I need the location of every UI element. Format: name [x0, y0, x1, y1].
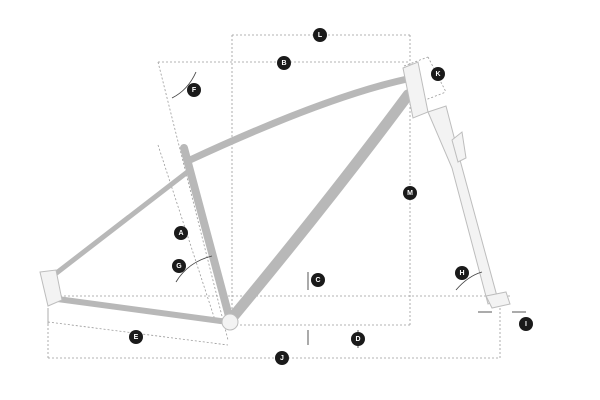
badge-h-text: H	[459, 270, 464, 277]
badge-e: E	[129, 330, 143, 344]
badge-e-text: E	[134, 334, 139, 341]
badge-j-text: J	[280, 355, 284, 362]
frame	[39, 61, 511, 331]
top-tube	[186, 74, 416, 164]
badge-d: D	[351, 332, 365, 346]
badge-a-text: A	[178, 230, 183, 237]
rear-dropout	[39, 269, 63, 307]
badge-l: L	[313, 28, 327, 42]
badge-h: H	[455, 266, 469, 280]
dim-f-seat-angle	[157, 61, 229, 341]
badge-g: G	[172, 259, 186, 273]
badge-b: B	[277, 56, 291, 70]
dim-k-top	[403, 56, 429, 67]
chain-stay-inner	[48, 296, 230, 324]
badge-k-text: K	[435, 71, 440, 78]
top-tube-inner	[187, 75, 415, 163]
badge-k: K	[431, 67, 445, 81]
badge-j: J	[275, 351, 289, 365]
badge-a: A	[174, 226, 188, 240]
fork-dropout	[485, 291, 511, 309]
badge-l-text: L	[318, 32, 323, 39]
badge-i-text: I	[525, 321, 527, 328]
seat-tube-inner	[181, 145, 233, 323]
badge-f-text: F	[192, 87, 197, 94]
badge-g-text: G	[176, 263, 182, 270]
badge-c-text: C	[315, 277, 320, 284]
down-tube-inner	[227, 90, 413, 323]
seat-stay-inner	[48, 168, 192, 280]
badge-c: C	[311, 273, 325, 287]
badge-i: I	[519, 317, 533, 331]
arrow-g	[175, 255, 213, 283]
arrow-h	[455, 271, 483, 291]
badge-m: M	[403, 186, 417, 200]
badge-m-text: M	[407, 190, 413, 197]
dim-k	[427, 56, 447, 93]
badge-f: F	[187, 83, 201, 97]
arrow-f	[171, 71, 197, 99]
badge-b-text: B	[281, 60, 286, 67]
fork-crown	[451, 131, 467, 163]
badge-d-text: D	[355, 336, 360, 343]
bottom-bracket	[221, 313, 239, 331]
